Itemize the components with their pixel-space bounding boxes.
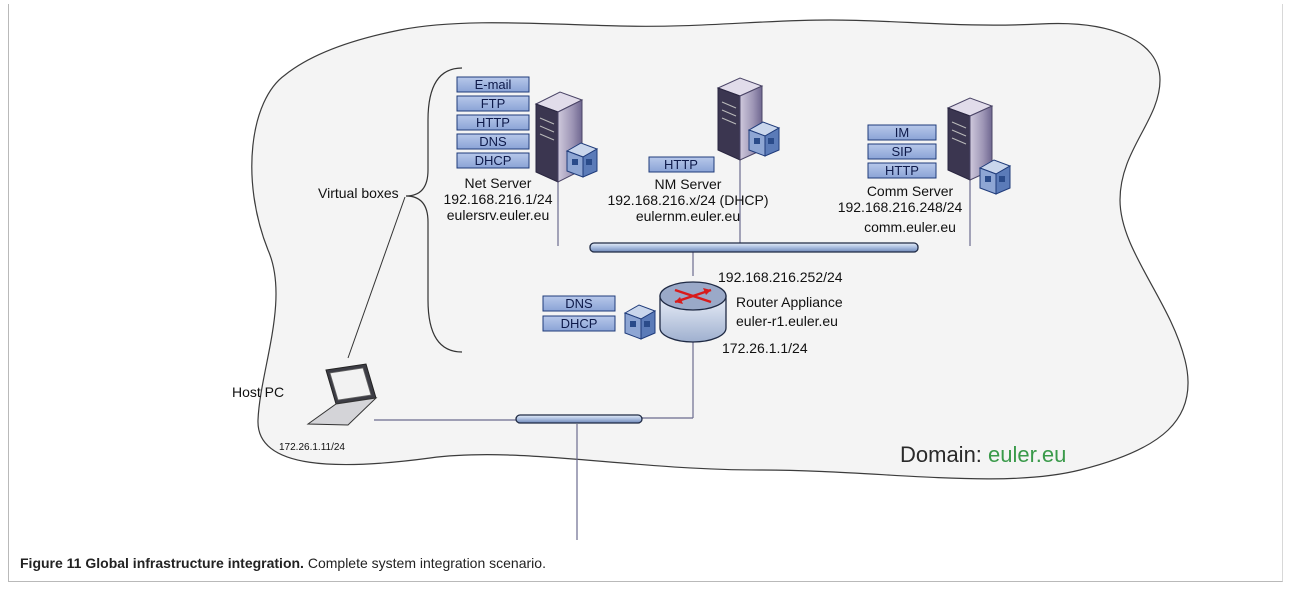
net-server-services: E-mail FTP HTTP DNS DHCP <box>456 76 530 169</box>
service-label: E-mail <box>475 77 512 92</box>
domain-name: euler.eu <box>988 442 1066 467</box>
service-label: DHCP <box>561 316 598 331</box>
router-host: euler-r1.euler.eu <box>736 313 838 329</box>
domain-label: Domain: euler.eu <box>900 442 1066 467</box>
router-services: DNS DHCP <box>542 295 616 332</box>
comm-server-services: IM SIP HTTP <box>867 124 937 179</box>
caption-label: Figure 11 <box>20 555 82 571</box>
caption-text: Complete system integration scenario. <box>307 555 546 571</box>
virtualbox-icon <box>978 159 1012 195</box>
service-label: HTTP <box>885 163 919 178</box>
service-label: HTTP <box>476 115 510 130</box>
service-label: HTTP <box>664 157 698 172</box>
net-server-name: Net Server <box>465 175 532 191</box>
net-server-host: eulersrv.euler.eu <box>447 207 549 223</box>
nm-server-name: NM Server <box>655 176 722 192</box>
host-pc-name: Host PC <box>232 384 284 400</box>
virtualbox-icon <box>623 304 657 340</box>
figure-caption: Figure 11 Global infrastructure integrat… <box>20 555 546 571</box>
virtual-boxes-brace <box>405 67 463 353</box>
laptop-icon <box>306 363 378 426</box>
comm-server-ip: 192.168.216.248/24 <box>838 199 963 215</box>
comm-server-icon <box>946 97 994 181</box>
lan-bus <box>589 242 919 253</box>
router-ip-top: 192.168.216.252/24 <box>718 269 843 285</box>
network-lines <box>374 150 971 540</box>
brace-to-host-line <box>347 196 406 359</box>
domain-prefix: Domain: <box>900 442 988 467</box>
virtualbox-icon <box>747 121 781 157</box>
nm-server-ip: 192.168.216.x/24 (DHCP) <box>607 192 768 208</box>
comm-server-name: Comm Server <box>867 183 954 199</box>
service-label: DNS <box>565 296 593 311</box>
virtualbox-icon <box>565 142 599 178</box>
nm-server-services: HTTP <box>648 156 715 173</box>
virtual-boxes-label: Virtual boxes <box>318 185 399 201</box>
host-pc-ip: 172.26.1.11/24 <box>279 442 345 453</box>
service-label: DNS <box>479 134 507 149</box>
comm-server-host: comm.euler.eu <box>864 219 956 235</box>
figure-frame <box>8 4 1283 582</box>
service-label: FTP <box>481 96 506 111</box>
service-label: IM <box>895 125 909 140</box>
router-name: Router Appliance <box>736 294 843 310</box>
caption-title: Global infrastructure integration. <box>85 555 304 571</box>
service-label: DHCP <box>475 153 512 168</box>
router-ip-bottom: 172.26.1.1/24 <box>722 340 808 356</box>
host-bus <box>515 414 643 424</box>
router-icon <box>659 281 727 343</box>
nm-server-host: eulernm.euler.eu <box>636 208 740 224</box>
service-label: SIP <box>892 144 913 159</box>
net-server-ip: 192.168.216.1/24 <box>444 191 553 207</box>
